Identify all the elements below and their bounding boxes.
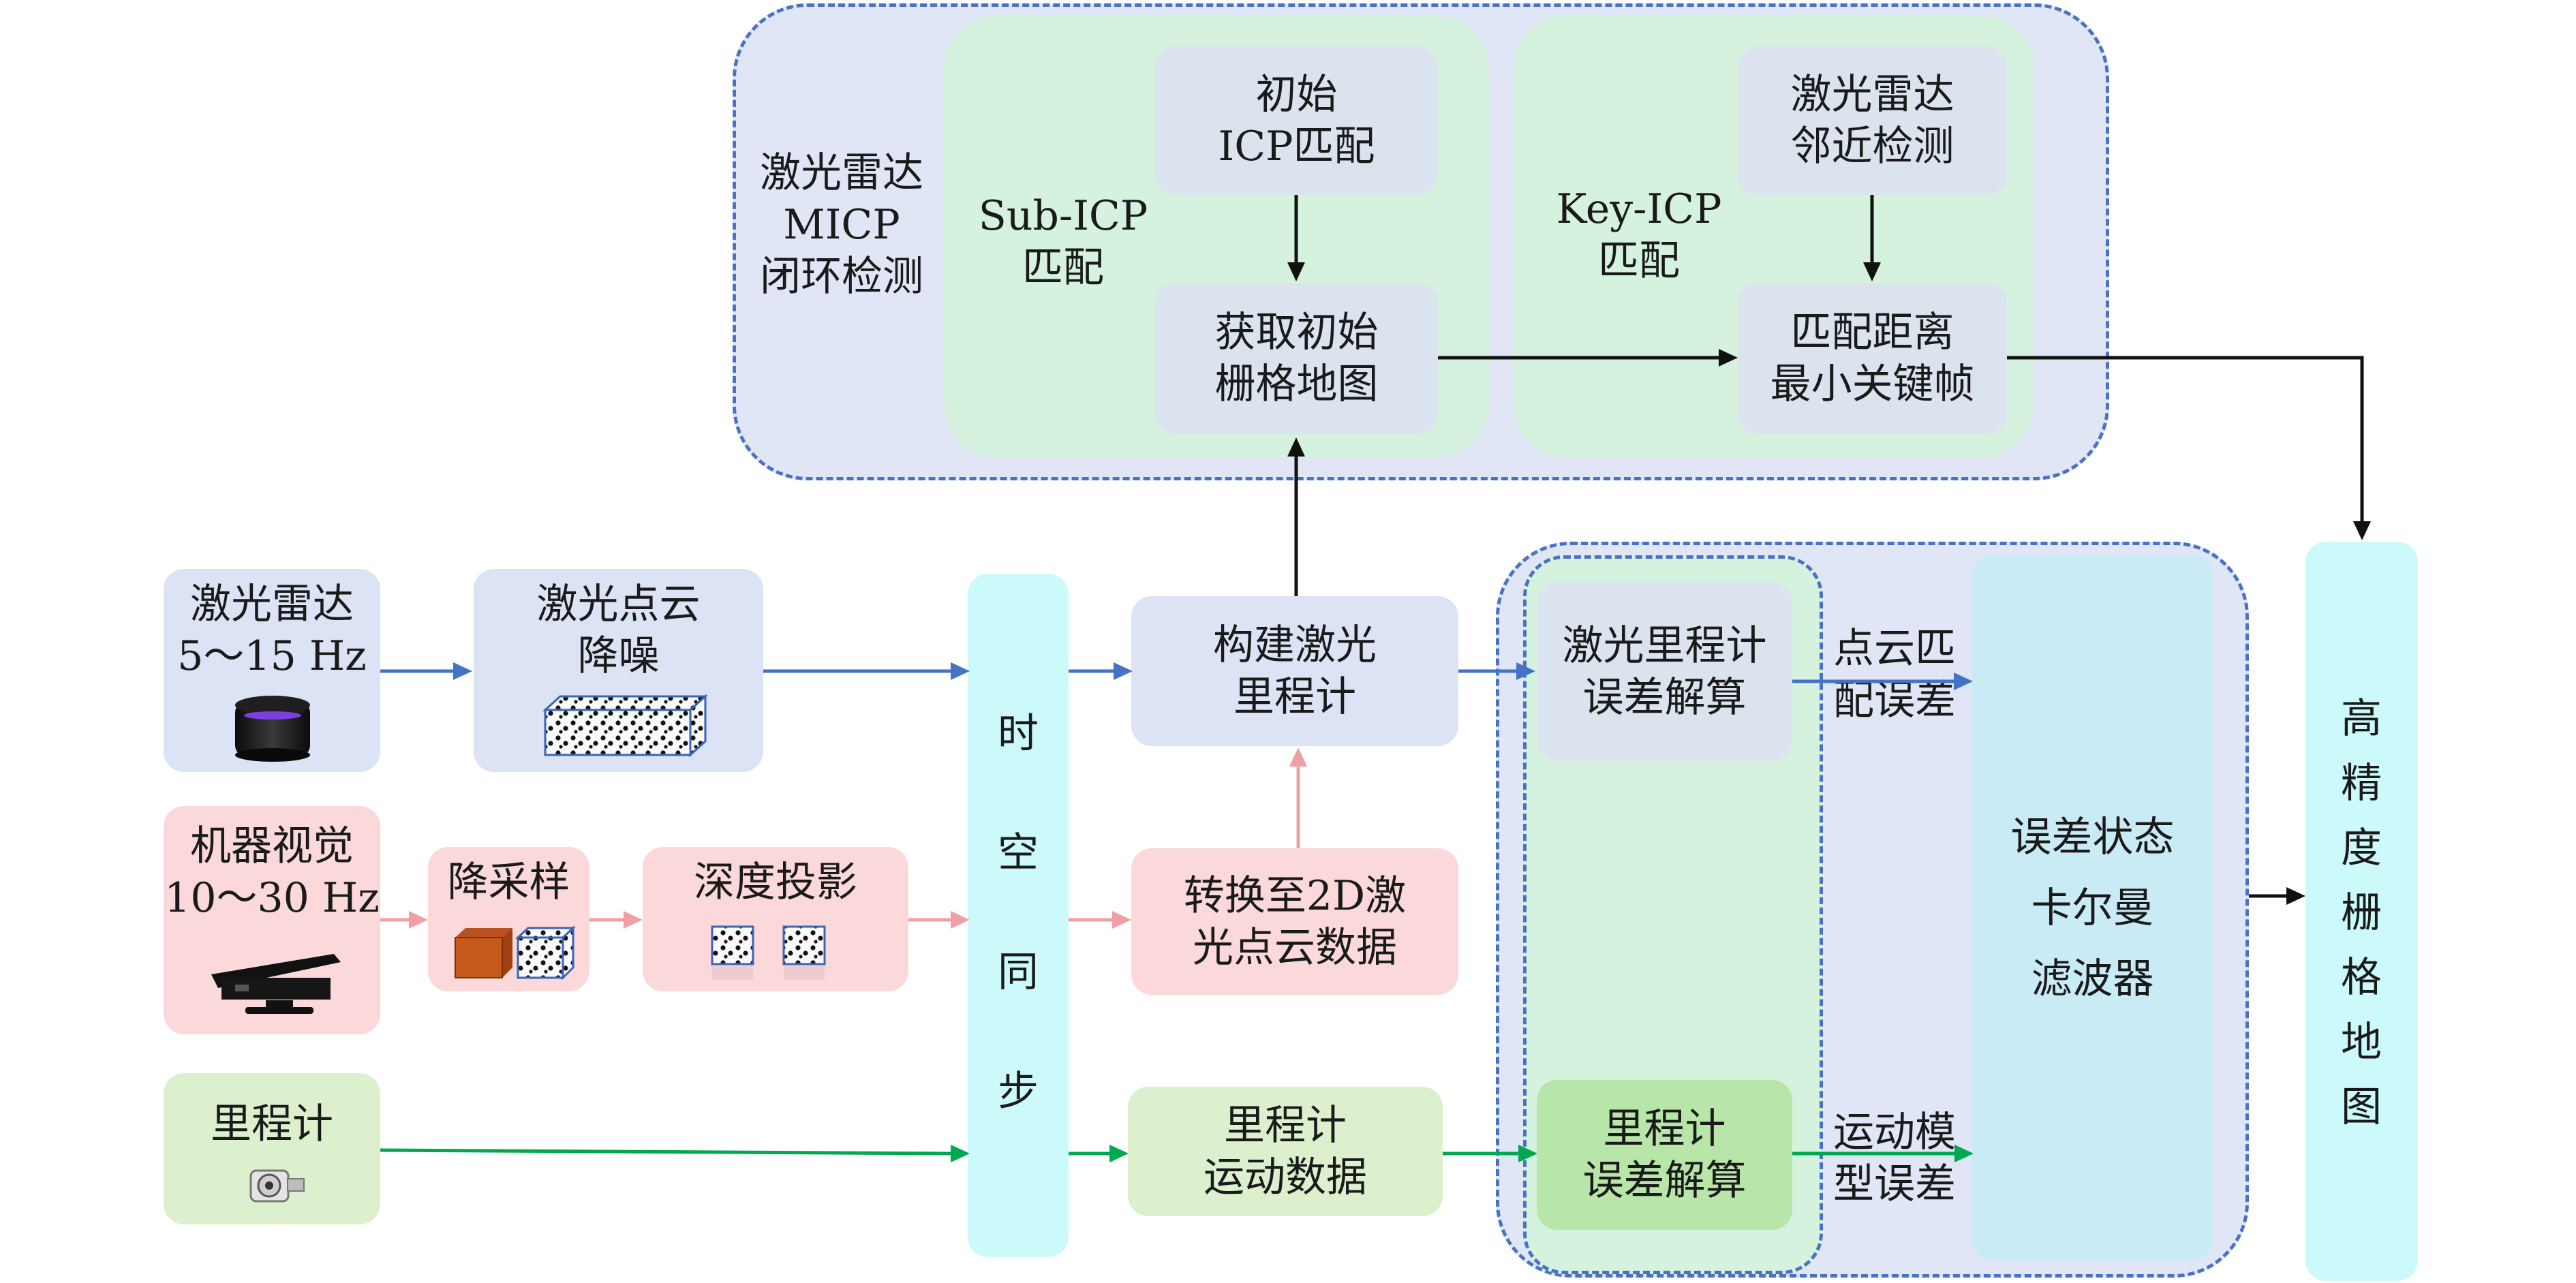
vision-source-label: 机器视觉 10～30 Hz [164, 822, 380, 922]
odom-motion-node: 里程计 运动数据 [1128, 1087, 1443, 1216]
key-icp-label: Key-ICP 匹配 [1556, 185, 1722, 285]
depth-projection-label: 深度投影 [694, 859, 857, 906]
lidar-neighbor-node: 激光雷达 邻近检测 [1738, 46, 2007, 195]
laser-error-node: 激光里程计 误差解算 [1537, 583, 1792, 761]
lidar-source-label: 激光雷达 5～15 Hz [177, 581, 367, 680]
init-icp-node: 初始 ICP匹配 [1155, 46, 1438, 195]
convert-2d-node: 转换至2D激 光点云数据 [1131, 848, 1458, 995]
pc-denoise-label: 激光点云 降噪 [536, 581, 701, 680]
output-map-bar [2305, 542, 2418, 1281]
depth-projection-node [643, 847, 908, 991]
sync-bar [968, 574, 1069, 1257]
sync-label: 时空同步 [998, 710, 1039, 1115]
min-keyframe-node: 匹配距离 最小关键帧 [1738, 283, 2007, 434]
downsample-label: 降采样 [447, 859, 570, 906]
odom-source-label: 里程计 [211, 1100, 333, 1148]
get-grid-node: 获取初始 栅格地图 [1155, 283, 1438, 434]
ekf-node: 误差状态 卡尔曼 滤波器 [1972, 555, 2213, 1261]
micp-label: 激光雷达 MICP 闭环检测 [760, 149, 923, 300]
odom-error-node: 里程计 误差解算 [1537, 1080, 1792, 1230]
motion-model-error-label: 运动模 型误差 [1833, 1109, 1956, 1208]
sub-icp-label: Sub-ICP 匹配 [978, 192, 1148, 292]
pc-match-error-label: 点云匹 配误差 [1833, 625, 1956, 724]
build-lidar-odometry-node: 构建激光 里程计 [1131, 596, 1458, 746]
output-map-label: 高精度栅格地图 [2341, 694, 2382, 1131]
